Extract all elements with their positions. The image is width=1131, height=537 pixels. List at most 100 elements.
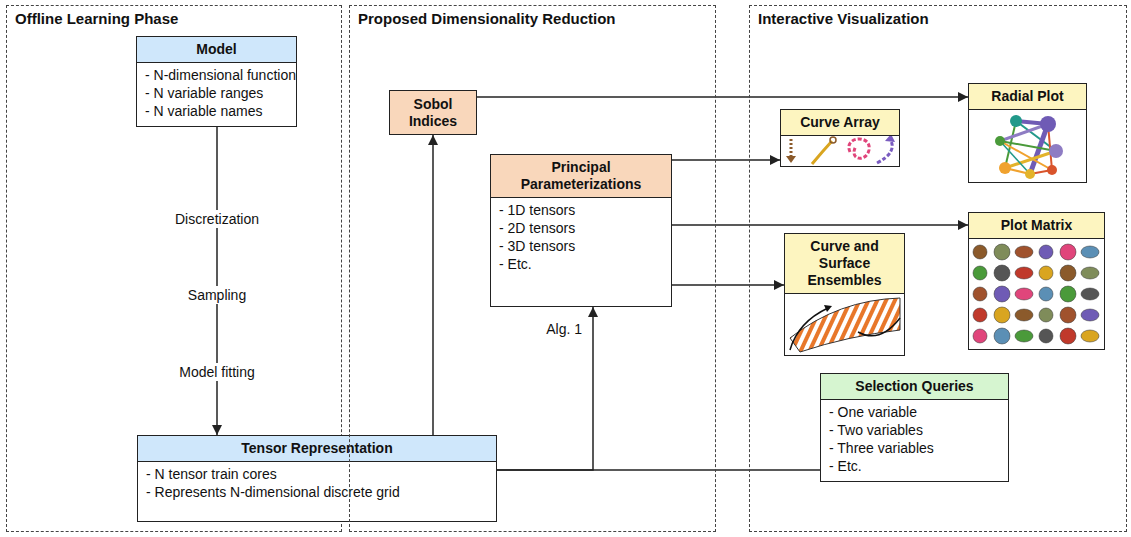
bullet-text: - Two variables — [821, 421, 1008, 439]
curve-head — [824, 305, 832, 312]
thumbnail-glyph — [1015, 267, 1033, 279]
curve-glyph — [812, 141, 832, 164]
thumbnail-glyph — [994, 244, 1010, 260]
box-body — [969, 110, 1086, 182]
section-panel: Interactive VisualizationRadial PlotCurv… — [749, 5, 1127, 532]
step-label: Sampling — [184, 286, 250, 304]
thumbnail-glyph — [1081, 330, 1099, 342]
connector-arrow — [477, 96, 968, 98]
graph-node — [1047, 165, 1057, 175]
box-title: Tensor Representation — [138, 436, 496, 462]
bullet-text: - Etc. — [491, 255, 671, 273]
box-body: - N tensor train cores- Represents N-dim… — [138, 462, 496, 521]
graph-node — [995, 136, 1005, 146]
box-body — [969, 239, 1104, 349]
ensemble-graphic — [790, 298, 900, 352]
thumbnail-glyph — [973, 308, 987, 322]
process-box: Curve and Surface Ensembles — [784, 233, 905, 356]
bullet-text: - N variable ranges — [137, 84, 296, 102]
thumbnail-glyph — [1081, 267, 1099, 279]
curve-glyph — [830, 137, 836, 143]
process-box: Curve Array — [780, 109, 900, 167]
box-title: Model — [137, 37, 296, 63]
box-title: Sobol Indices — [390, 91, 476, 134]
thumbnail-glyph — [1015, 288, 1033, 300]
thumbnail-glyph — [994, 328, 1010, 344]
section-title: Offline Learning Phase — [7, 6, 341, 31]
graph-node — [1010, 115, 1022, 127]
thumbnail-glyph — [1015, 330, 1033, 342]
bullet-text: - Etc. — [821, 457, 1008, 475]
connector-arrow — [672, 159, 780, 161]
surface-patch — [790, 298, 900, 352]
radial-plot-graphic — [995, 115, 1063, 179]
thumbnail-glyph — [1060, 307, 1076, 323]
graph-edge — [1000, 141, 1030, 174]
thumbnail-glyph — [1060, 328, 1076, 344]
graph-node — [1040, 116, 1056, 132]
thumbnail-glyph — [1039, 287, 1053, 301]
graph-node — [1025, 169, 1035, 179]
graph-node — [999, 162, 1011, 174]
curve-glyph — [790, 139, 793, 157]
box-body: - N-dimensional function- N variable ran… — [137, 63, 296, 126]
curve-head — [786, 156, 796, 163]
thumbnail-glyph — [1015, 246, 1033, 258]
connector-arrow — [497, 307, 593, 470]
box-title: Radial Plot — [969, 84, 1086, 110]
process-box: Tensor Representation- N tensor train co… — [137, 435, 497, 522]
thumbnail-glyph — [1081, 246, 1099, 258]
section-panel: Proposed Dimensionality ReductionSobol I… — [349, 5, 716, 532]
box-title: Selection Queries — [821, 374, 1008, 400]
connector-arrow — [497, 469, 820, 471]
thumbnail-glyph — [1039, 308, 1053, 322]
bullet-text: - 3D tensors — [491, 237, 671, 255]
bullet-text: - N tensor train cores — [138, 465, 496, 483]
box-body — [785, 294, 904, 355]
box-title: Principal Parameterizations — [491, 155, 671, 198]
thumbnail-glyph — [1060, 265, 1076, 281]
bullet-text: - 1D tensors — [491, 201, 671, 219]
process-box: Radial Plot — [968, 83, 1087, 183]
bullet-text: - 2D tensors — [491, 219, 671, 237]
box-body — [781, 136, 899, 166]
process-box: Principal Parameterizations- 1D tensors-… — [490, 154, 672, 307]
thumbnail-glyph — [1039, 329, 1053, 343]
box-title: Plot Matrix — [969, 213, 1104, 239]
curve-glyph — [858, 318, 900, 336]
connector-arrow — [672, 284, 784, 286]
edge-label: Alg. 1 — [542, 320, 586, 338]
bullet-text: - One variable — [821, 403, 1008, 421]
thumbnail-glyph — [1015, 309, 1033, 321]
bullet-text: - N-dimensional function — [137, 66, 296, 84]
section-title: Interactive Visualization — [750, 6, 1126, 31]
bullet-text: - Three variables — [821, 439, 1008, 457]
thumbnail-glyph — [1039, 266, 1053, 280]
graph-edge — [1005, 151, 1056, 168]
plot-matrix-graphic — [973, 244, 1099, 344]
connector-arrow — [432, 135, 434, 435]
process-box: Selection Queries- One variable- Two var… — [820, 373, 1009, 482]
step-label: Model fitting — [175, 363, 258, 381]
curve-glyph — [790, 308, 828, 350]
curve-glyph — [877, 139, 892, 163]
step-label: Discretization — [171, 210, 263, 228]
thumbnail-glyph — [1039, 245, 1053, 259]
box-body: - One variable- Two variables- Three var… — [821, 400, 1008, 481]
box-title: Curve Array — [781, 110, 899, 136]
curve-array-graphic — [786, 134, 895, 164]
process-box: Plot Matrix — [968, 212, 1105, 350]
curve-glyph — [849, 139, 869, 158]
box-title: Curve and Surface Ensembles — [785, 234, 904, 294]
thumbnail-glyph — [1081, 309, 1099, 321]
thumbnail-glyph — [994, 307, 1010, 323]
thumbnail-glyph — [973, 266, 987, 280]
thumbnail-glyph — [1060, 244, 1076, 260]
thumbnail-glyph — [973, 245, 987, 259]
graph-node — [1049, 144, 1063, 158]
thumbnail-glyph — [994, 265, 1010, 281]
thumbnail-glyph — [973, 329, 987, 343]
process-box: Model- N-dimensional function- N variabl… — [136, 36, 297, 127]
bullet-text: - Represents N-dimensional discrete grid — [138, 483, 496, 501]
